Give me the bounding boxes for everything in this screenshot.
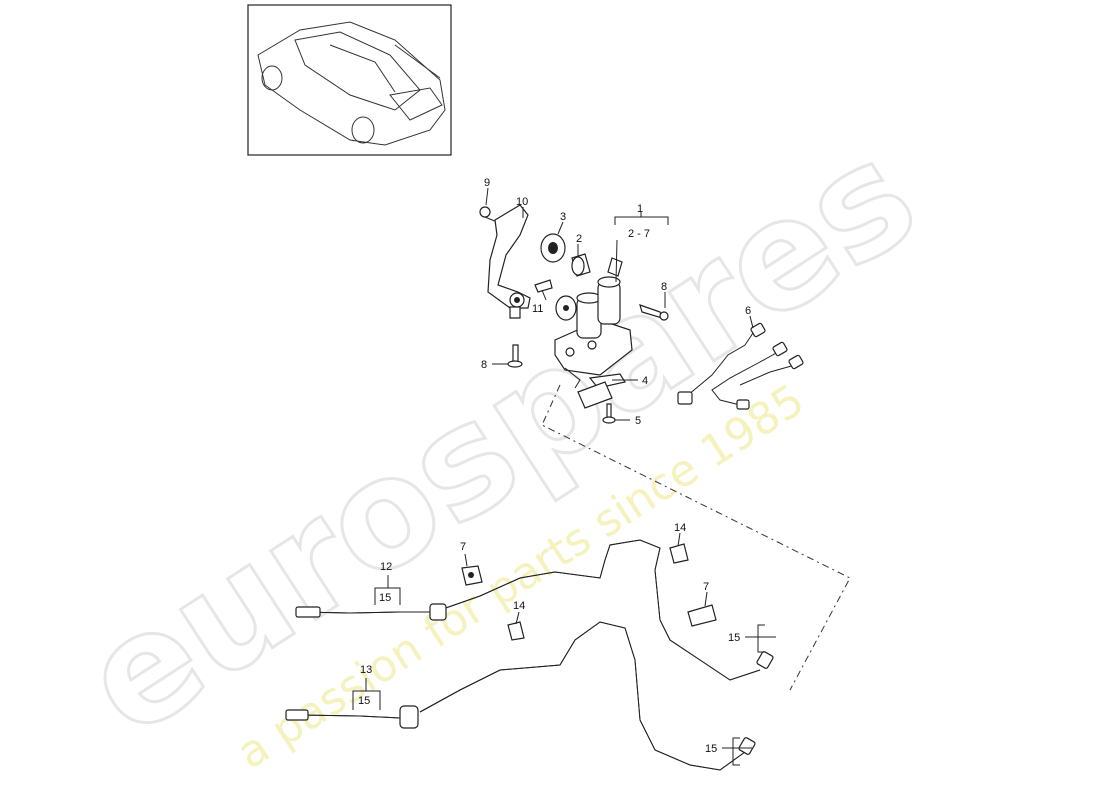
callout-5[interactable]: 5 xyxy=(635,415,641,427)
clip-7-right[interactable] xyxy=(687,604,717,627)
callout-12[interactable]: 12 xyxy=(380,561,392,573)
watermark-brand: eurospares xyxy=(55,108,945,770)
callout-15-lower[interactable]: 15 xyxy=(705,743,717,755)
bolt-5[interactable] xyxy=(602,403,616,424)
brake-lines xyxy=(285,539,774,771)
clip-14-upper[interactable] xyxy=(669,543,689,564)
bolt-11[interactable] xyxy=(534,279,553,293)
sleeve-2[interactable] xyxy=(571,253,591,277)
callout-7-right[interactable]: 7 xyxy=(703,581,709,593)
car-overview-icon xyxy=(257,21,446,146)
bolt-9[interactable] xyxy=(479,206,498,223)
callout-1-range[interactable]: 2 - 7 xyxy=(628,228,650,240)
bushing-3[interactable] xyxy=(540,233,566,263)
callout-3[interactable]: 3 xyxy=(560,211,566,223)
brake-line-12[interactable] xyxy=(295,539,774,681)
callout-10[interactable]: 10 xyxy=(516,196,528,208)
brake-line-13[interactable] xyxy=(285,621,756,771)
callout-7-left[interactable]: 7 xyxy=(460,541,466,553)
bolt-8-upper[interactable] xyxy=(639,304,669,321)
connection-dashed-line xyxy=(541,384,851,691)
clip-14-lower[interactable] xyxy=(507,621,525,641)
watermark: eurospares a passion for parts since 198… xyxy=(53,106,946,779)
valve-block-1[interactable] xyxy=(554,257,633,389)
callout-15-upper[interactable]: 15 xyxy=(728,632,740,644)
wiring-harness-6[interactable] xyxy=(677,322,804,410)
callout-12-sub[interactable]: 15 xyxy=(379,592,391,604)
bracket-10[interactable] xyxy=(487,204,531,309)
bolt-8-lower[interactable] xyxy=(507,344,523,368)
leader-lines xyxy=(352,187,776,766)
clip-7-left[interactable] xyxy=(461,565,483,586)
callout-14-lower[interactable]: 14 xyxy=(513,600,525,612)
callout-4[interactable]: 4 xyxy=(642,375,648,387)
callout-8-upper[interactable]: 8 xyxy=(661,281,667,293)
callout-11[interactable]: 11 xyxy=(532,303,543,315)
vehicle-thumbnail[interactable] xyxy=(247,4,452,156)
mounting-bracket-4[interactable] xyxy=(577,373,626,409)
callout-9[interactable]: 9 xyxy=(484,177,490,189)
callout-14-upper[interactable]: 14 xyxy=(674,522,686,534)
callout-8-lower[interactable]: 8 xyxy=(481,359,487,371)
callout-2[interactable]: 2 xyxy=(576,233,582,245)
callout-13[interactable]: 13 xyxy=(360,664,372,676)
callout-6[interactable]: 6 xyxy=(745,305,751,317)
valve-assembly xyxy=(479,204,851,691)
callout-1[interactable]: 1 xyxy=(637,203,643,215)
callout-labels: 9 10 3 2 1 2 - 7 8 11 8 4 5 6 7 14 7 14 … xyxy=(358,177,751,755)
callout-13-sub[interactable]: 15 xyxy=(358,695,370,707)
